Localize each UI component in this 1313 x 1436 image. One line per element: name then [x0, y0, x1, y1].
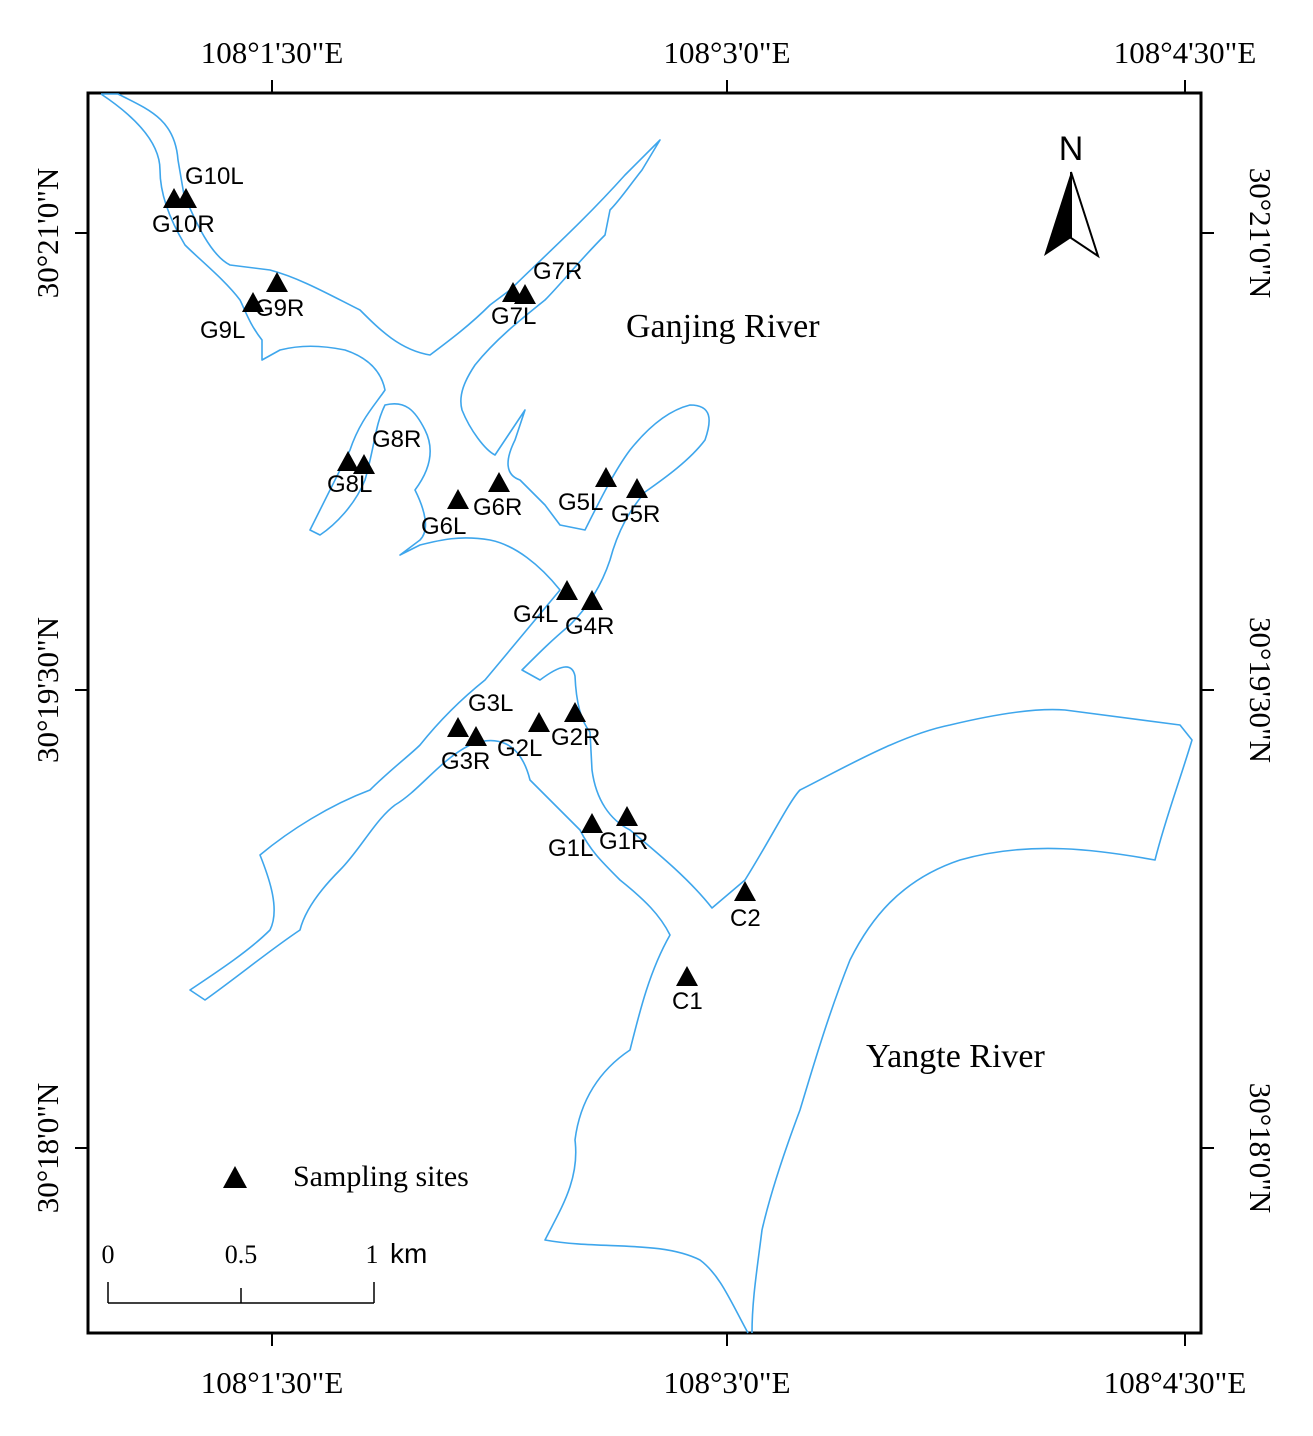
site-marker-g9l — [242, 292, 264, 312]
lat-label-right-3: 30°18'0"N — [1243, 1083, 1278, 1214]
north-label: N — [1059, 130, 1084, 168]
site-label-g10r: G10R — [152, 211, 215, 238]
site-label-g5l: G5L — [558, 489, 603, 516]
site-label-g1r: G1R — [599, 828, 648, 855]
legend-label: Sampling sites — [293, 1160, 469, 1193]
site-marker-g5l — [595, 467, 617, 487]
site-label-g4l: G4L — [513, 601, 558, 628]
sampling-site-labels: G10L G10R G9R G9L G7R G7L G8R G8L G6L G6… — [152, 163, 761, 1015]
lat-label-right-1: 30°21'0"N — [1243, 168, 1278, 299]
site-marker-g10r — [163, 188, 185, 208]
site-marker-g7l — [502, 282, 524, 302]
site-marker-g9r — [266, 272, 288, 292]
site-label-g9l: G9L — [200, 317, 245, 344]
north-arrow-icon: N — [1044, 130, 1100, 259]
site-label-g1l: G1L — [548, 835, 593, 862]
ganjing-river-label: Ganjing River — [626, 308, 820, 345]
site-label-g10l: G10L — [185, 163, 244, 190]
site-label-c1: C1 — [672, 988, 703, 1015]
site-label-g6l: G6L — [421, 513, 466, 540]
ganjing-river-outline — [101, 93, 1193, 1334]
lat-label-right-2: 30°19'30"N — [1243, 617, 1278, 763]
graticule-ticks — [75, 80, 1214, 1346]
site-label-g8l: G8L — [327, 471, 372, 498]
site-label-g6r: G6R — [473, 494, 522, 521]
site-marker-g2r — [564, 702, 586, 722]
lat-label-left-3: 30°18'0"N — [30, 1083, 65, 1214]
site-label-g8r: G8R — [372, 426, 421, 453]
legend-triangle-icon — [223, 1166, 247, 1188]
site-label-g5r: G5R — [611, 501, 660, 528]
lon-label-bottom-1: 108°1'30"E — [201, 1365, 344, 1400]
site-marker-g3r — [465, 726, 487, 746]
site-label-g4r: G4R — [565, 613, 614, 640]
yangte-river-label: Yangte River — [866, 1038, 1045, 1075]
map-frame — [86, 91, 1203, 1335]
site-marker-g3l — [447, 717, 469, 737]
scale-unit: km — [390, 1238, 427, 1269]
lon-label-top-3: 108°4'30"E — [1114, 35, 1257, 70]
lat-label-left-2: 30°19'30"N — [30, 617, 65, 763]
scale-tick-0: 0 — [102, 1240, 115, 1269]
scale-tick-1: 1 — [366, 1240, 379, 1269]
site-marker-g8l — [337, 451, 359, 471]
site-label-g7l: G7L — [491, 303, 536, 330]
ganjing-river-outline-inner — [100, 93, 749, 1334]
sampling-sites — [163, 188, 756, 986]
site-marker-g6l — [447, 489, 469, 509]
site-marker-g5r — [626, 478, 648, 498]
site-label-g7r: G7R — [533, 258, 582, 285]
site-marker-g8r — [353, 454, 375, 474]
site-marker-g6r — [488, 472, 510, 492]
site-label-g2r: G2R — [551, 724, 600, 751]
lon-label-bottom-3: 108°4'30"E — [1104, 1365, 1247, 1400]
lon-label-top-1: 108°1'30"E — [201, 35, 344, 70]
legend: Sampling sites — [223, 1160, 469, 1193]
site-label-g2l: G2L — [497, 735, 542, 762]
site-marker-g2l — [528, 712, 550, 732]
site-marker-g4r — [581, 590, 603, 610]
site-label-g3r: G3R — [441, 748, 490, 775]
site-label-c2: C2 — [730, 905, 761, 932]
scale-tick-0-5: 0.5 — [225, 1240, 258, 1269]
site-marker-g4l — [556, 580, 578, 600]
site-marker-g1r — [616, 806, 638, 826]
site-label-g9r: G9R — [255, 295, 304, 322]
site-marker-g1l — [581, 813, 603, 833]
site-label-g3l: G3L — [468, 690, 513, 717]
lat-label-left-1: 30°21'0"N — [30, 168, 65, 299]
lon-label-bottom-2: 108°3'0"E — [663, 1365, 790, 1400]
lon-label-top-2: 108°3'0"E — [663, 35, 790, 70]
scale-bar: 0 0.5 1 km — [102, 1238, 427, 1304]
site-marker-c1 — [676, 966, 698, 986]
site-marker-c2 — [734, 881, 756, 901]
